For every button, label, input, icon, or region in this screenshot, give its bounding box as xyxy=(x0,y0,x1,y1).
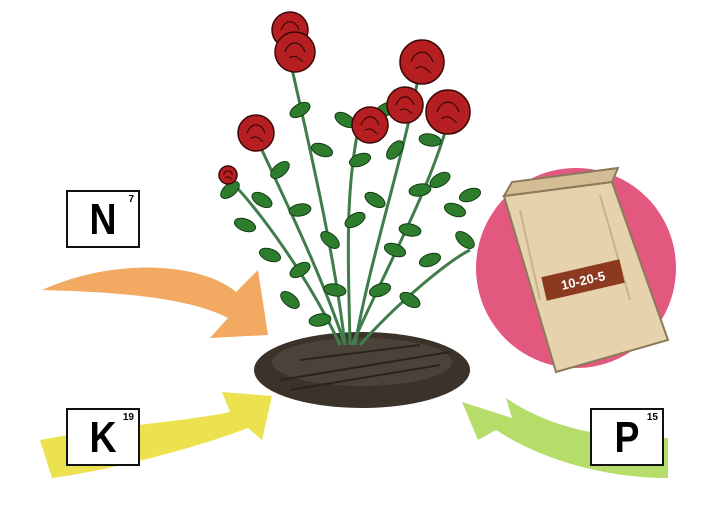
nitrogen-atomic-number: 7 xyxy=(128,194,134,205)
potassium-element-box: 19 K xyxy=(66,408,140,466)
leaf xyxy=(310,142,334,158)
soil-mound xyxy=(254,332,470,408)
leaf xyxy=(323,283,347,297)
nitrogen-element-box: 7 N xyxy=(66,190,140,248)
potassium-atomic-number: 19 xyxy=(122,412,134,423)
rose-flower xyxy=(218,165,238,185)
leaf xyxy=(408,183,432,197)
leaf xyxy=(399,291,421,309)
leaf xyxy=(455,231,475,249)
leaf xyxy=(418,252,442,268)
potassium-symbol: K xyxy=(89,413,117,462)
leaf xyxy=(289,261,311,279)
rose-flower xyxy=(237,114,275,152)
leaf xyxy=(398,223,422,237)
rose-flower xyxy=(425,89,471,135)
leaf xyxy=(383,242,407,258)
leaf xyxy=(458,187,482,203)
leaf xyxy=(368,282,392,298)
rose-flower xyxy=(274,31,316,73)
rose-flower xyxy=(386,86,424,124)
bag-label xyxy=(541,259,625,301)
nitrogen-arrow xyxy=(42,267,268,338)
leaf xyxy=(289,101,311,119)
leaf xyxy=(364,191,386,209)
phosphorus-element-box: 15 P xyxy=(590,408,664,466)
leaf xyxy=(308,313,332,327)
phosphorus-symbol: P xyxy=(614,413,640,462)
leaf xyxy=(280,291,300,309)
leaf xyxy=(344,211,366,229)
leaf xyxy=(220,181,240,199)
rose-bush xyxy=(218,11,482,346)
leaf xyxy=(288,203,312,217)
rose-flower xyxy=(399,39,445,85)
leaf xyxy=(258,247,282,263)
leaf xyxy=(429,171,451,189)
nitrogen-symbol: N xyxy=(89,195,117,244)
leaf xyxy=(320,231,340,249)
leaf xyxy=(443,202,467,218)
leaf xyxy=(386,140,404,160)
leaf xyxy=(233,217,257,233)
leaf xyxy=(270,161,290,179)
fertilizer-bag: 10-20-5 xyxy=(502,166,670,374)
leaf xyxy=(251,191,273,209)
leaf xyxy=(418,133,442,147)
rose-flower xyxy=(351,106,389,144)
phosphorus-atomic-number: 15 xyxy=(646,412,658,423)
leaf xyxy=(348,152,372,168)
